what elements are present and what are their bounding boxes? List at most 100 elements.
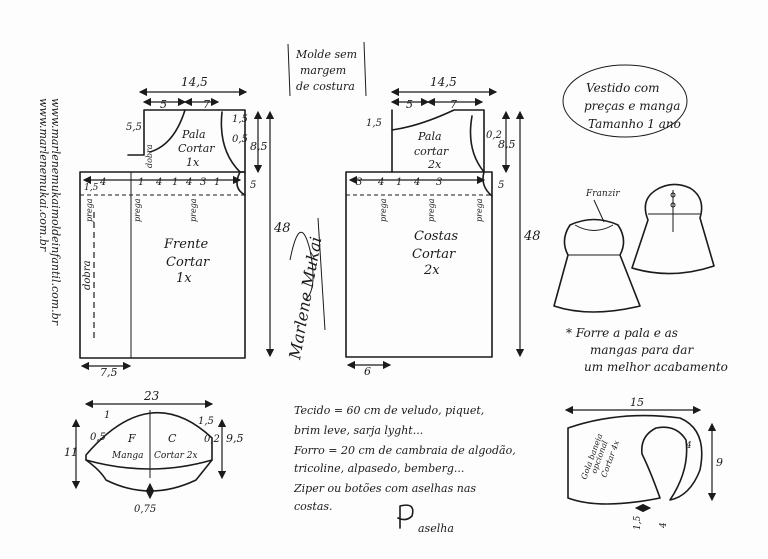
fabric-note-1: Tecido = 60 cm de veludo, piquet, xyxy=(294,404,484,417)
site-url-2: www.marlenemukai.com.br xyxy=(37,98,50,252)
sleeve-c-label: C xyxy=(168,432,177,445)
sleeve-piece xyxy=(71,399,227,500)
back-bottom-label: 6 xyxy=(364,365,371,378)
front-mid-g: 1 xyxy=(214,177,220,188)
front-yoke-label: Pala xyxy=(181,128,206,141)
collar-dim-c: 4 xyxy=(659,522,669,529)
front-bottom-label: 7,5 xyxy=(100,366,118,379)
back-mid-a: 3 xyxy=(356,177,362,188)
sleeve-width-label: 23 xyxy=(143,389,160,403)
dress-front xyxy=(553,218,641,313)
back-body-label: Costas xyxy=(414,229,458,244)
fabric-note-6: costas. xyxy=(294,500,333,513)
front-yoke-qty: 1x xyxy=(186,156,200,169)
back-total-label: 48 xyxy=(523,229,541,244)
fabric-note-2: brim leve, sarja lyght... xyxy=(294,424,423,437)
front-mid-e: 4 xyxy=(185,177,192,188)
front-body-label: Frente xyxy=(163,237,209,252)
front-mid-f: 3 xyxy=(200,177,206,188)
sleeve-lefttop-label: 1 xyxy=(104,410,110,421)
site-url-1: www.marlenemukaimoldeinfantil.com.br xyxy=(49,98,62,326)
front-mid-d: 1 xyxy=(172,177,178,188)
dress-back xyxy=(631,183,715,275)
front-mid-a: 4 xyxy=(99,177,106,188)
back-armhole-lower xyxy=(482,171,493,197)
sleeve-rightside-label: 9,5 xyxy=(226,432,244,445)
collar-width-label: 15 xyxy=(630,396,644,409)
back-righth-label: 0,2 xyxy=(486,130,502,141)
collar-dim-b: 1,5 xyxy=(633,515,643,530)
lining-note-3: um melhor acabamento xyxy=(584,360,728,374)
sleeve-outline xyxy=(85,411,213,470)
title-line-1: Vestido com xyxy=(586,81,660,95)
aselha-icon xyxy=(397,504,414,529)
front-mid-c: 4 xyxy=(155,177,162,188)
sleeve-cut: Cortar 2x xyxy=(154,451,198,461)
back-lefth-label: 1,5 xyxy=(366,118,382,129)
title-line-3: Tamanho 1 ano xyxy=(588,117,681,131)
front-righth2-label: 0,5 xyxy=(232,134,248,145)
back-mid-b: 4 xyxy=(377,177,384,188)
franzir-pointer xyxy=(593,199,605,223)
note-box-border xyxy=(287,41,367,97)
collar-dim-a: 4 xyxy=(685,441,692,451)
front-mid-b: 1 xyxy=(138,177,144,188)
front-piece xyxy=(79,87,275,371)
collar-outline xyxy=(567,414,703,505)
back-mid-c: 1 xyxy=(396,177,402,188)
sleeve-f-label: F xyxy=(127,432,136,445)
sleeve-bottom-label: 0,75 xyxy=(134,504,156,515)
fabric-note-3: Forro = 20 cm de cambraia de algodão, xyxy=(293,444,516,457)
front-fold-label: dobra xyxy=(82,260,93,290)
front-left-top: 1,5 xyxy=(84,183,99,193)
front-total-label: 48 xyxy=(273,221,291,236)
front-rightside-label: 8,5 xyxy=(250,140,268,153)
back-mid-e: 3 xyxy=(436,177,442,188)
front-prega-3: prega xyxy=(189,198,198,222)
back-sidesmall-label: 5 xyxy=(498,180,504,191)
sleeve-righttop-label: 1,5 xyxy=(198,416,214,427)
front-seg1-label: 5 xyxy=(160,98,167,111)
back-yoke-top xyxy=(391,109,485,173)
note-line-3: de costura xyxy=(296,80,355,93)
front-body xyxy=(79,171,246,359)
back-rightside-label: 8,5 xyxy=(498,138,516,151)
lining-note-2: mangas para dar xyxy=(590,343,694,357)
signature-strokes xyxy=(289,217,326,331)
lining-note-1: * Forre a pala e as xyxy=(566,326,678,340)
title-line-2: preças e manga xyxy=(584,99,680,113)
front-righth1-label: 1,5 xyxy=(232,114,248,125)
button-icon-1 xyxy=(670,192,676,198)
front-prega-1: prega xyxy=(85,198,94,222)
back-seg2-label: 7 xyxy=(450,98,457,111)
franzir-label: Franzir xyxy=(585,189,620,199)
back-prega-2: prega xyxy=(427,198,436,222)
back-yoke-label: Pala xyxy=(417,130,442,143)
front-yoke-cut: Cortar xyxy=(178,142,215,155)
front-fold-small: dobra xyxy=(145,144,154,168)
back-seg1-label: 5 xyxy=(406,98,413,111)
sleeve-label: Manga xyxy=(111,451,144,461)
title-oval xyxy=(562,64,688,138)
front-sidesmall-label: 5 xyxy=(250,180,256,191)
back-piece xyxy=(345,87,525,370)
note-line-1: Molde sem xyxy=(295,48,357,61)
fabric-note-4: tricoline, alpasedo, bemberg... xyxy=(294,462,464,475)
front-width-label: 14,5 xyxy=(181,75,208,89)
back-yoke-qty: 2x xyxy=(427,158,442,171)
back-mid-d: 4 xyxy=(413,177,420,188)
note-line-2: margem xyxy=(300,64,346,77)
sleeve-leftside-label: 11 xyxy=(64,446,78,459)
back-body xyxy=(345,171,493,358)
back-yoke-cut: cortar xyxy=(414,145,449,158)
sleeve-righth-label: 0,2 xyxy=(204,434,220,445)
front-armhole-lower xyxy=(236,171,246,196)
collar-height-label: 9 xyxy=(716,456,723,469)
back-prega-3: prega xyxy=(475,198,484,222)
back-width-label: 14,5 xyxy=(430,75,457,89)
front-seg2-label: 7 xyxy=(203,98,210,111)
fabric-note-5: Ziper ou botões com aselhas nas xyxy=(293,482,476,495)
sleeve-lefth-label: 0,5 xyxy=(90,432,106,443)
